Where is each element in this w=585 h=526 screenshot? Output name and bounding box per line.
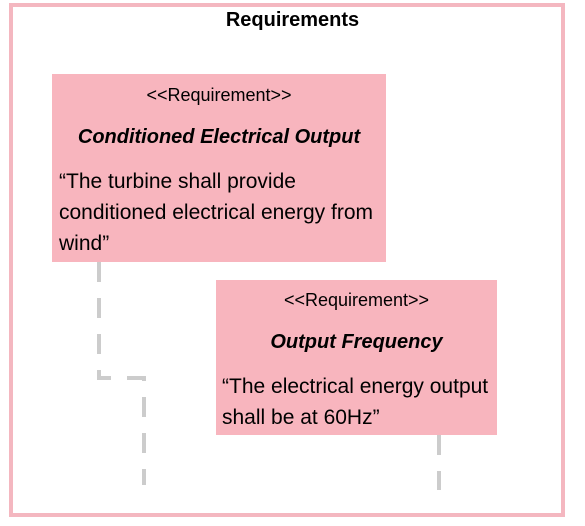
requirement-name: Conditioned Electrical Output (77, 126, 361, 148)
requirement-stereotype: <<Requirement>> (283, 290, 430, 310)
requirement-stereotype: <<Requirement>> (146, 85, 292, 105)
requirement-text: “The turbine shall provide conditioned e… (59, 170, 373, 255)
requirement-name: Output Frequency (270, 331, 443, 353)
frame-title: Requirements (225, 9, 360, 31)
requirement-text: “The electrical energy output shall be a… (222, 375, 489, 429)
requirement-block-output-frequency[interactable]: <<Requirement>> Output Frequency “The el… (216, 280, 497, 435)
requirement-block-conditioned-electrical-output[interactable]: <<Requirement>> Conditioned Electrical O… (52, 74, 386, 262)
connector-req1-dashed (97, 262, 146, 485)
